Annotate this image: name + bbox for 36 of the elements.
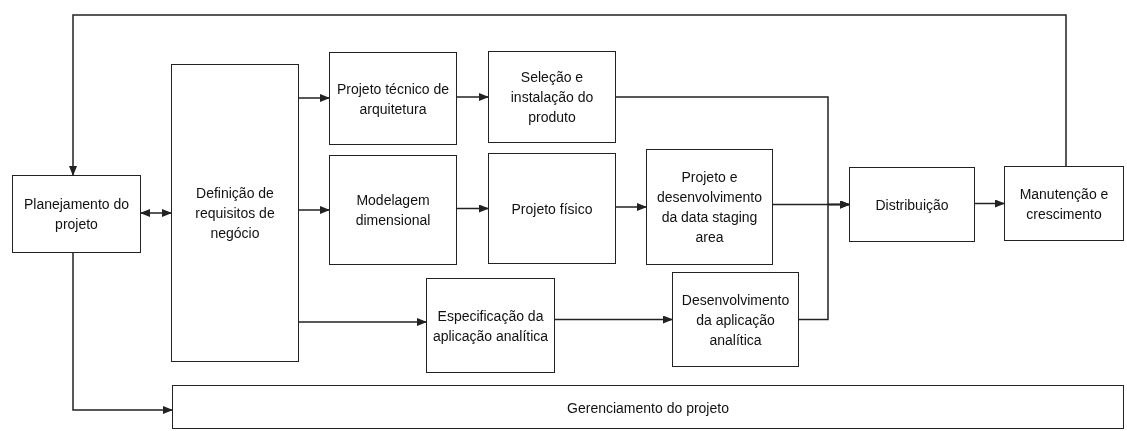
- process-box: [849, 167, 975, 242]
- arrow: [456, 93, 489, 101]
- box-label: Planejamento do projeto: [22, 195, 131, 234]
- box-label: Distribuição: [875, 195, 949, 215]
- arrow: [615, 203, 647, 211]
- arrow: [140, 209, 172, 217]
- process-box: [1004, 166, 1124, 241]
- arrow: [798, 200, 850, 321]
- box-label: Modelagem dimensional: [354, 191, 432, 230]
- arrow: [554, 315, 673, 324]
- arrow: [298, 318, 427, 326]
- arrow: [298, 206, 330, 214]
- box-label: Seleção e instalação do produto: [509, 68, 595, 127]
- box-label: Desenvolvimento da aplicação analítica: [680, 290, 791, 350]
- box-label: Especificação da aplicação analítica: [431, 306, 550, 346]
- process-box: [12, 175, 141, 253]
- box-label: Projeto físico: [511, 199, 593, 219]
- process-box: [672, 272, 799, 367]
- process-box: [488, 153, 616, 264]
- arrow: [69, 14, 1067, 176]
- arrow: [456, 204, 489, 213]
- management-band: [172, 385, 1124, 429]
- process-box: [171, 64, 299, 362]
- box-label: Definição de requisitos de negócio: [194, 184, 276, 243]
- box-label: Projeto e desenvolvimento da data staging area: [655, 168, 764, 247]
- box-label: Gerenciamento do projeto: [567, 399, 729, 418]
- process-box: [426, 278, 555, 373]
- process-box: [488, 51, 616, 143]
- arrow: [974, 199, 1005, 208]
- arrow: [298, 94, 330, 102]
- process-box: [329, 52, 457, 145]
- box-label: Manutenção e crescimento: [1018, 184, 1110, 224]
- process-box: [329, 155, 457, 265]
- box-label: Projeto técnico de arquitetura: [335, 79, 451, 119]
- arrow: [72, 252, 173, 414]
- process-box: [646, 149, 773, 265]
